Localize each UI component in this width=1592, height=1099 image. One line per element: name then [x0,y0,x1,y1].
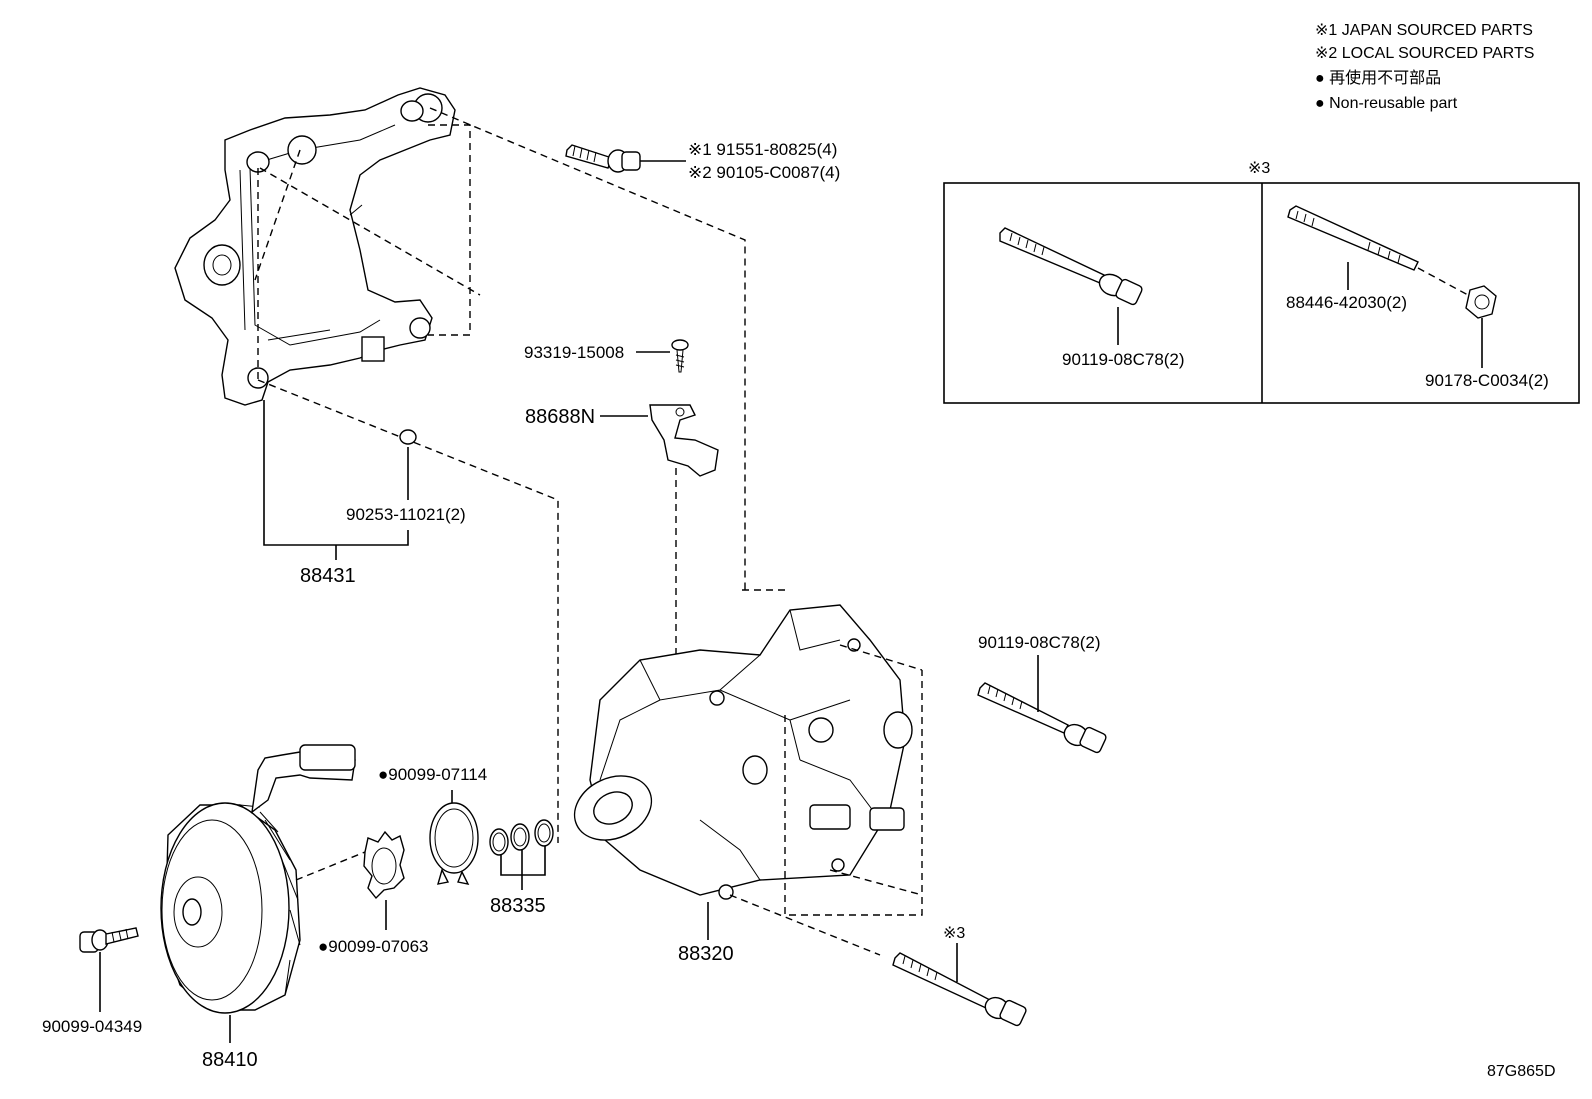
inset-stud-label: 88446-42030(2) [1286,293,1407,312]
o-rings-label: 88335 [490,895,546,917]
o-rings-leader [500,846,546,876]
inset-nut-label: 90178-C0034(2) [1425,371,1549,390]
clutch-bolt [79,927,139,953]
clutch-label: 88410 [202,1049,258,1071]
bracket-bolt-local-label: ※2 90105-C0087(4) [688,163,840,182]
bushing [399,429,417,445]
snap-ring-label: ●90099-07114 [378,765,487,784]
bracket-bolt [565,144,641,173]
legend-nonreusable-en: ● Non-reusable part [1315,95,1458,112]
clutch-dash [295,851,366,881]
bottom-bolt-mark: ※3 [943,925,965,942]
bracket-bolt-jp-label: ※1 91551-80825(4) [688,140,837,159]
inset-left-label: 90119-08C78(2) [1062,350,1185,369]
legend: ※1 JAPAN SOURCED PARTS ※2 LOCAL SOURCED … [1315,22,1534,112]
shim-label: ●90099-07063 [318,937,428,956]
inset-long-bolt [999,227,1143,306]
legend-local: ※2 LOCAL SOURCED PARTS [1315,45,1534,62]
compressor-label: 88320 [678,943,734,965]
inset-box: ※3 90119-08C78(2) 88446-42030(2) 90178-C… [943,160,1580,404]
compressor-bolt-bottom [892,952,1027,1027]
magnetic-clutch [160,744,356,1014]
comp-bolt-label: 90119-08C78(2) [978,633,1101,652]
snap-ring [429,802,479,885]
o-rings [489,819,554,856]
screw [671,339,689,373]
inset-stud-dash [1417,267,1469,296]
clutch-bolt-label: 90099-04349 [42,1017,142,1036]
compressor-dashes [729,589,923,956]
figure-id: 87G865D [1487,1063,1556,1080]
legend-japan: ※1 JAPAN SOURCED PARTS [1315,22,1533,39]
legend-nonreusable-jp: ● 再使用不可部品 [1315,69,1441,87]
mounting-bracket [174,87,456,406]
screw-label: 93319-15008 [524,343,624,362]
shim-washer [363,830,405,900]
bracket-label: 88431 [300,565,356,587]
inset-mark: ※3 [1248,160,1270,177]
inset-nut [1465,285,1497,319]
compressor [573,604,913,900]
inset-stud [1287,205,1419,271]
bracket-clip [649,404,719,477]
compressor-bolt-right [977,682,1107,754]
bushing-label: 90253-11021(2) [346,505,466,524]
bracket-clip-label: 88688N [525,406,595,428]
bracket-dashes [254,107,746,843]
